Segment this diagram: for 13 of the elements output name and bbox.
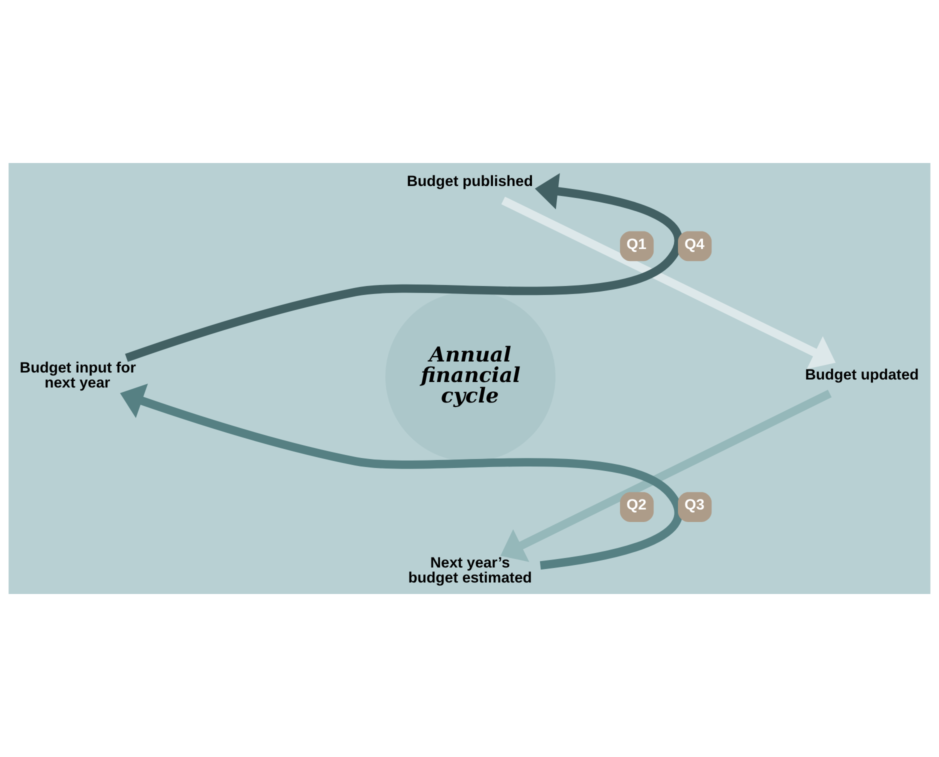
node-text: Budget published <box>406 173 534 190</box>
arrow <box>125 173 682 362</box>
node-text: Next year’s budget estimated <box>408 554 532 587</box>
edge-label: Q3 <box>684 496 704 514</box>
node-circle: Annual financial cycle <box>385 292 556 462</box>
node-text: Budget updated <box>805 366 919 384</box>
edge-label: Q1 <box>626 236 646 253</box>
arrow <box>500 390 832 562</box>
node-text: Budget input for next year <box>20 360 136 392</box>
arrow <box>501 196 836 369</box>
edge-label: Q2 <box>626 496 646 514</box>
edge-label: Q4 <box>684 236 704 253</box>
arrow <box>120 384 682 570</box>
